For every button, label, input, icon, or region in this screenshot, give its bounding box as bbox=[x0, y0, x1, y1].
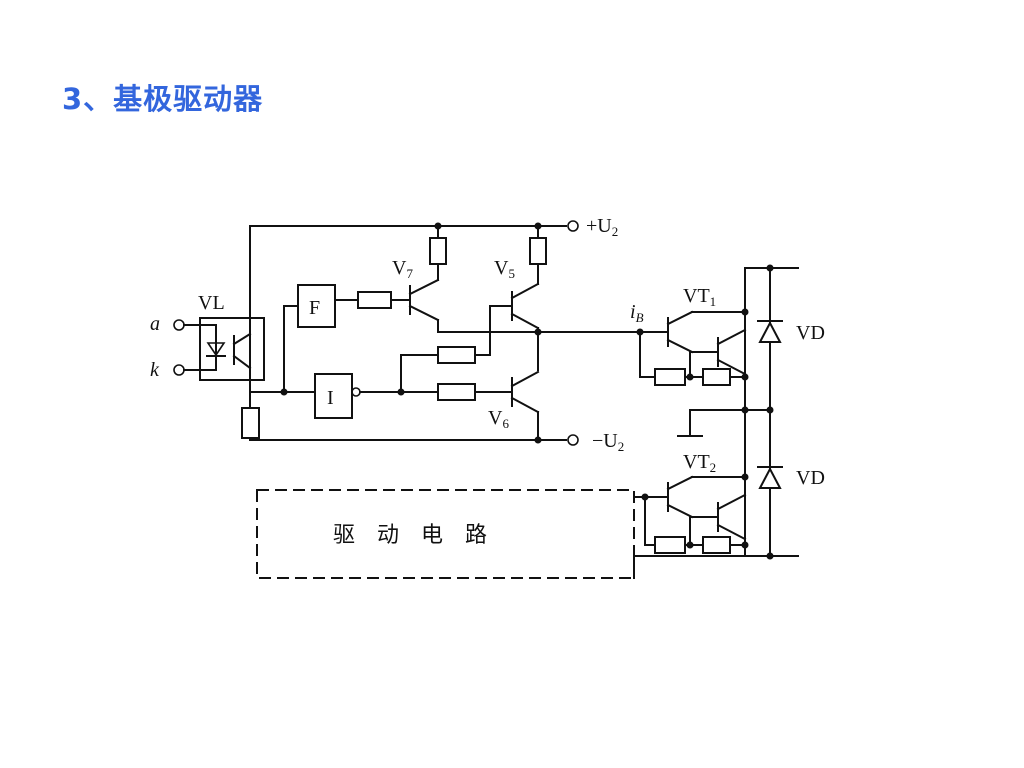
label-vt1: VT1 bbox=[683, 285, 716, 309]
transistor-v5 bbox=[489, 222, 547, 371]
label-minus-u2: −U2 bbox=[592, 430, 624, 454]
logic-blocks bbox=[280, 284, 513, 419]
label-v6: V6 bbox=[488, 407, 509, 431]
page-title: 3、基极驱动器 bbox=[62, 82, 264, 116]
block-f bbox=[297, 284, 336, 328]
terminal-a bbox=[173, 319, 185, 331]
label-k: k bbox=[150, 359, 160, 381]
drive-circuit-label: 驱 动 电 路 bbox=[333, 523, 487, 548]
diagram-labels: a k VL F I V7 V5 V6 +U2 −U2 iB VT1 VT2 V… bbox=[150, 215, 825, 548]
label-vd-bottom: VD bbox=[796, 467, 825, 489]
drive-circuit-box bbox=[256, 489, 635, 579]
transistor-v7 bbox=[408, 222, 641, 333]
terminal-k bbox=[173, 364, 185, 376]
block-i bbox=[314, 373, 353, 419]
transistor-v6 bbox=[510, 370, 542, 444]
label-i: I bbox=[327, 387, 334, 409]
plus-u2-terminal bbox=[567, 220, 579, 232]
supply-rails bbox=[249, 220, 579, 446]
label-vl: VL bbox=[198, 292, 225, 314]
output-stage bbox=[633, 264, 799, 579]
minus-u2-terminal bbox=[567, 434, 579, 446]
darlington-vt1 bbox=[636, 310, 749, 386]
label-ib: iB bbox=[630, 301, 644, 325]
label-v7: V7 bbox=[392, 257, 413, 281]
label-v5: V5 bbox=[494, 257, 515, 281]
label-vd-top: VD bbox=[796, 322, 825, 344]
label-vt2: VT2 bbox=[683, 451, 716, 475]
label-plus-u2: +U2 bbox=[586, 215, 618, 239]
label-f: F bbox=[309, 297, 320, 319]
label-a: a bbox=[150, 313, 160, 335]
optocoupler-vl bbox=[173, 317, 285, 439]
darlington-vt2 bbox=[633, 475, 749, 554]
